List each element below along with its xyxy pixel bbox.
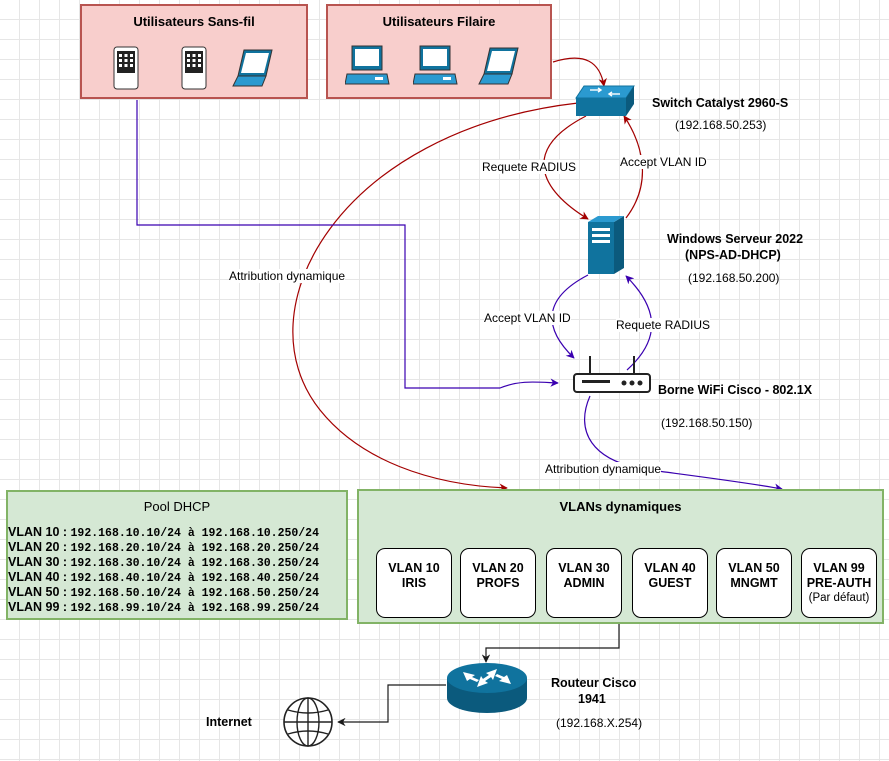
router-name-line2: 1941 [578, 692, 606, 706]
edge-label-ap-dynamic: Attribution dynamique [545, 462, 662, 476]
router-ip: (192.168.X.254) [556, 716, 643, 730]
laptop-icon [478, 47, 519, 85]
dhcp-pool-entry: VLAN 99 : 192.168.99.10/24 à 192.168.99.… [8, 600, 319, 615]
edge-label-switch-to-server: Requete RADIUS [482, 160, 577, 174]
wifi-access-point-icon [573, 356, 651, 393]
edge-router-to-internet [337, 684, 446, 727]
switch-name: Switch Catalyst 2960-S [652, 96, 789, 110]
wired-users-title: Utilisateurs Filaire [382, 14, 496, 29]
dhcp-pool-entry: VLAN 30 : 192.168.30.10/24 à 192.168.30.… [8, 555, 319, 570]
desktop-pc-icon [345, 45, 390, 85]
dhcp-pool-panel: Pool DHCP [6, 490, 348, 620]
edge-wireless-to-ap [136, 100, 559, 389]
laptop-icon [232, 49, 273, 87]
edge-label-server-to-ap: Accept VLAN ID [484, 311, 571, 325]
server-name-line1: Windows Serveur 2022 [667, 232, 804, 246]
switch-icon [575, 85, 635, 116]
dhcp-pool-entry: VLAN 40 : 192.168.40.10/24 à 192.168.40.… [8, 570, 319, 585]
mobile-phone-icon [181, 46, 207, 90]
edge-label-ap-to-server: Requete RADIUS [616, 318, 711, 332]
dhcp-pool-title: Pool DHCP [143, 499, 211, 514]
router-icon [447, 663, 527, 713]
edge-vlans-to-router [481, 624, 620, 663]
dynamic-vlans-title: VLANs dynamiques [559, 499, 682, 514]
edge-label-server-to-switch: Accept VLAN ID [620, 155, 707, 169]
desktop-pc-icon [413, 45, 458, 85]
server-ip: (192.168.50.200) [688, 271, 780, 285]
switch-ip: (192.168.50.253) [675, 118, 767, 132]
dhcp-pool-entry: VLAN 50 : 192.168.50.10/24 à 192.168.50.… [8, 585, 319, 600]
edge-label-switch-dynamic: Attribution dynamique [229, 269, 346, 283]
globe-icon [283, 697, 333, 747]
server-icon [588, 216, 624, 274]
wireless-users-title: Utilisateurs Sans-fil [133, 14, 255, 29]
dhcp-pool-entry: VLAN 20 : 192.168.20.10/24 à 192.168.20.… [8, 540, 319, 555]
mobile-phone-icon [113, 46, 139, 90]
ap-ip: (192.168.50.150) [661, 416, 753, 430]
ap-name: Borne WiFi Cisco - 802.1X [658, 383, 813, 397]
edge-switch-to-vlans [292, 102, 579, 492]
server-name-line2: (NPS-AD-DHCP) [685, 248, 781, 262]
internet-label: Internet [206, 715, 252, 729]
router-name-line1: Routeur Cisco [551, 676, 637, 690]
vlan-default-note: (Par défaut) [808, 592, 870, 604]
dhcp-pool-entry: VLAN 10 : 192.168.10.10/24 à 192.168.10.… [8, 525, 319, 540]
edge-wired-to-switch [552, 57, 607, 87]
